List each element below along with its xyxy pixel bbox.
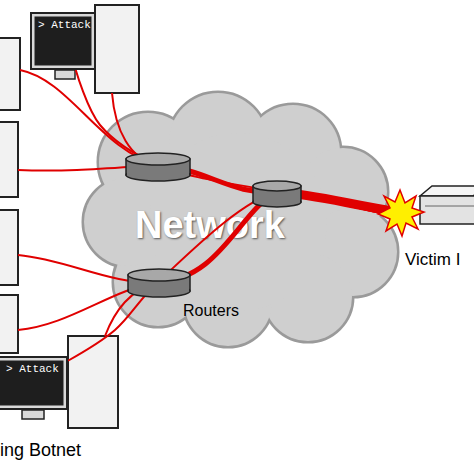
tower-case <box>68 336 118 428</box>
monitor-text: > Attack <box>38 19 91 31</box>
monitor-stand <box>22 410 44 419</box>
monitor-node: > Attack <box>30 12 96 70</box>
monitor-bezel <box>31 13 95 69</box>
tower-case <box>0 122 18 197</box>
tower-case <box>95 5 139 93</box>
monitor-screen <box>0 361 63 405</box>
monitor-stand <box>55 70 75 79</box>
tower-case <box>0 38 20 110</box>
tower-case <box>0 210 18 285</box>
server-top <box>420 186 474 196</box>
server-text: Victim I <box>405 250 460 270</box>
monitor-bezel <box>0 357 67 409</box>
edge-group <box>68 70 405 361</box>
server-node: Victim I <box>405 182 474 272</box>
monitor-text: > Attack <box>6 363 59 375</box>
server-slot <box>425 206 474 207</box>
monitor-node: > Attack <box>0 356 68 410</box>
router-label: Routers <box>183 302 239 320</box>
monitor-screen <box>35 17 91 65</box>
botnet-label: ing Botnet <box>0 440 81 461</box>
server-front <box>420 196 474 224</box>
cloud-text: Network <box>135 204 285 247</box>
tower-case <box>0 295 18 353</box>
